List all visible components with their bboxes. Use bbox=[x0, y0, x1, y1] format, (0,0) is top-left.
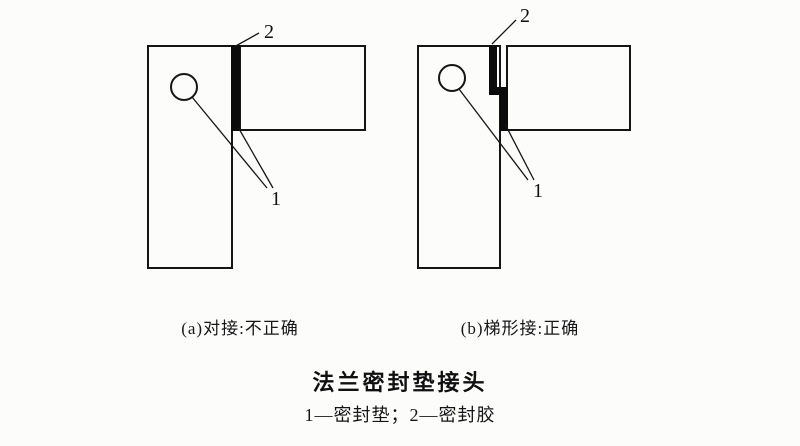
label-gasket-b: 1 bbox=[533, 180, 543, 202]
leader-line-gasket-a bbox=[237, 126, 274, 189]
leader-line-hole-b bbox=[458, 88, 529, 181]
leader-line-sealant-b bbox=[491, 19, 517, 45]
caption-diagram-b: (b)梯形接:正确 bbox=[460, 319, 580, 338]
stepped-gasket-strip-b bbox=[489, 45, 508, 131]
label-gasket-a: 1 bbox=[271, 188, 281, 210]
caption-diagram-a: (a)对接:不正确 bbox=[181, 319, 299, 338]
horizontal-flange-a bbox=[239, 45, 366, 131]
figure-title: 法兰密封垫接头 bbox=[312, 370, 488, 395]
label-sealant-b: 2 bbox=[520, 5, 530, 27]
diagram-a: 2 1 bbox=[147, 21, 366, 269]
bolt-hole-a bbox=[170, 73, 198, 101]
gasket-strip-a bbox=[231, 45, 240, 131]
leader-line-gasket-b bbox=[504, 123, 535, 181]
figure-legend: 1—密封垫；2—密封胶 bbox=[304, 405, 496, 425]
bolt-hole-b bbox=[438, 64, 466, 92]
diagram-b: 2 1 bbox=[417, 5, 631, 269]
leader-line-sealant-a bbox=[233, 32, 260, 48]
leader-line-hole-a bbox=[191, 96, 268, 189]
label-sealant-a: 2 bbox=[264, 21, 274, 43]
horizontal-flange-b bbox=[506, 45, 631, 131]
